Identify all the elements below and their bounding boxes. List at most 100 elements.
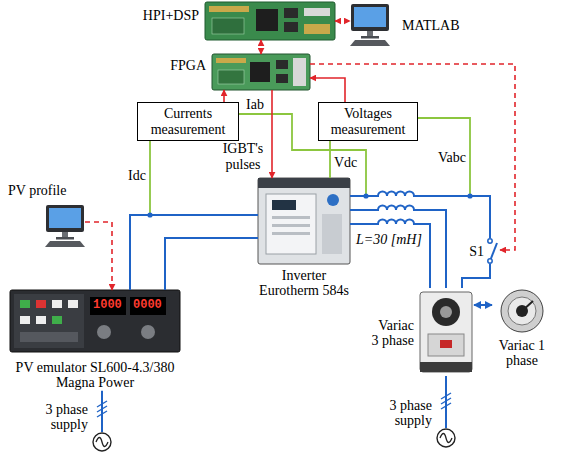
- display-reading: 0000: [133, 299, 162, 312]
- inverter-picture: [258, 178, 350, 264]
- variac-3-phase-picture: [420, 292, 472, 372]
- node-label: PV emulator SL600-4.3/380 Magna Power: [5, 360, 185, 391]
- pv-emulator-picture: [97, 325, 111, 339]
- signal-name: Vabc: [438, 150, 466, 165]
- signal-name: Idc: [128, 168, 146, 183]
- switch-name: S1: [469, 244, 484, 259]
- computer-icon: [361, 36, 379, 39]
- variac-3-phase-picture: [420, 292, 472, 372]
- ac-supply: 3 phase supply: [92, 432, 112, 452]
- node-label: 3 phase supply: [42, 402, 88, 433]
- fpga-board-picture: [212, 54, 310, 90]
- fpga-board: FPGA: [212, 54, 310, 90]
- pv-emulator-picture: [36, 300, 46, 308]
- ac-supply: 3 phase supply: [436, 428, 456, 448]
- inductor-symbol: [378, 220, 414, 225]
- supply-symbol: [92, 432, 112, 452]
- signal-arrow: [85, 222, 112, 290]
- pv-profile-computer: PV profile: [45, 205, 85, 247]
- signal-name: Vdc: [334, 155, 357, 170]
- measurement-box: Currents measurement: [137, 102, 239, 141]
- variac-3-phase-picture: [428, 334, 464, 356]
- computer-icon: [354, 7, 386, 27]
- label-holder: Voltages measurement: [323, 106, 413, 137]
- pv-emulator-picture: [10, 290, 180, 352]
- switch-symbol: [488, 259, 492, 263]
- label-holder: Iab: [246, 97, 264, 112]
- computer-icon: [46, 205, 84, 232]
- fpga-board-picture: [250, 62, 270, 82]
- label-holder: PV profile: [8, 183, 66, 198]
- measurement-wire: [329, 138, 331, 178]
- label-holder: L=30 [mH]: [356, 232, 422, 247]
- fpga-board-picture: [216, 58, 246, 63]
- power-wire: [350, 196, 490, 288]
- pv-emulator-picture: [68, 300, 78, 308]
- variac-3-phase: Variac 3 phase: [418, 288, 474, 376]
- label-holder: PV emulator SL600-4.3/380 Magna Power: [5, 360, 185, 391]
- inverter-picture: [272, 224, 310, 227]
- power-wire: [165, 238, 258, 290]
- pv-emulator-picture: [52, 300, 62, 308]
- dsp-board: HPI+DSP: [205, 2, 335, 40]
- sine-mark: [96, 438, 108, 447]
- label-holder: IGBT's pulses: [220, 141, 266, 172]
- switch-control-line: [310, 64, 515, 250]
- computer-icon: [350, 4, 390, 46]
- switch-symbol: [484, 238, 496, 264]
- power-wire: [474, 304, 492, 306]
- junction-dot: [147, 193, 472, 217]
- dsp-board-picture: [212, 18, 244, 34]
- node-label: Variac 3 phase: [369, 318, 414, 349]
- node-label: HPI+DSP: [143, 8, 199, 23]
- node-label: Variac 1 phase: [498, 338, 546, 369]
- inverter-picture: [272, 216, 310, 219]
- pv-emulator-picture: [130, 297, 166, 315]
- power-wire: [130, 215, 258, 290]
- variac-1-phase: Variac 1 phase: [492, 288, 552, 334]
- node-label: MATLAB: [402, 18, 460, 33]
- computer-icon: [62, 232, 68, 237]
- dsp-board-picture: [284, 22, 298, 32]
- junction-dot: [147, 212, 152, 217]
- dsp-board-picture: [284, 8, 298, 18]
- pv-emulator-picture: [20, 316, 30, 324]
- label-holder: Vdc: [334, 155, 357, 170]
- variac-1-phase-picture: [522, 301, 533, 311]
- inverter-picture: [258, 178, 350, 264]
- pv-emulator-picture: [36, 316, 46, 324]
- label-holder: FPGA: [170, 58, 206, 73]
- power-wire: [101, 391, 103, 432]
- label-holder: Currents measurement: [142, 106, 234, 137]
- dsp-board-picture: [256, 9, 278, 31]
- label-holder: Vabc: [438, 150, 466, 165]
- computer-icon: [350, 40, 390, 46]
- label-holder: Variac 3 phase: [369, 318, 414, 349]
- label-holder: HPI+DSP: [143, 8, 199, 23]
- pv-emulator-picture: [141, 325, 155, 339]
- inverter-picture: [322, 214, 342, 254]
- label-holder: MATLAB: [402, 18, 460, 33]
- measurement-wire: [416, 118, 470, 196]
- pv-emulator-picture: [20, 300, 30, 308]
- switch-symbol: [488, 239, 492, 243]
- label-holder: 0000: [133, 299, 162, 312]
- connector-label: IGBT's pulses: [220, 141, 266, 172]
- display-reading: 1000: [93, 299, 122, 312]
- fpga-board-picture: [212, 54, 310, 90]
- label-holder: Variac 1 phase: [498, 338, 546, 369]
- inductor-symbol: [378, 192, 414, 227]
- inverter-picture: [272, 232, 310, 235]
- dsp-board-picture: [205, 2, 335, 40]
- computer-icon: [56, 237, 74, 240]
- node-label: 3 phase supply: [386, 398, 432, 429]
- pv-emulator-picture: [52, 316, 62, 324]
- variac-3-phase-picture: [440, 306, 452, 318]
- signal-name: Iab: [246, 97, 264, 112]
- computer-icon: [45, 205, 85, 247]
- signal-arrow: [310, 78, 345, 102]
- inverter: Inverter Eurotherm 584s: [258, 178, 350, 264]
- fpga-board-picture: [276, 60, 288, 69]
- pv-emulator-picture: [90, 297, 126, 315]
